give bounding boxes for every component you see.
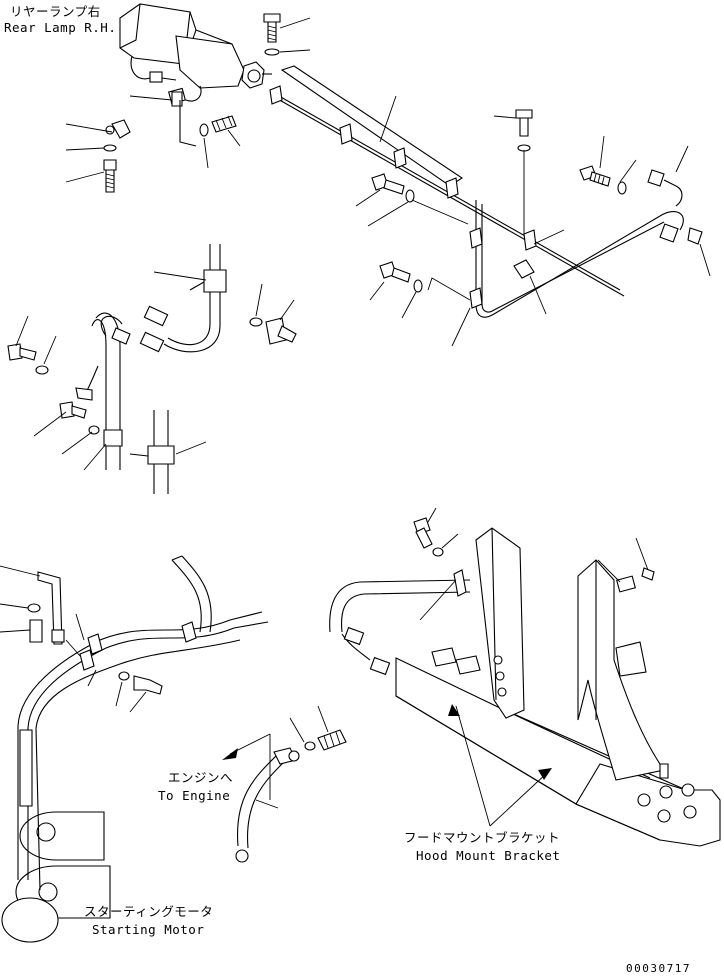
starting-motor-label-en: Starting Motor <box>92 922 204 937</box>
starting-motor-assembly <box>0 555 269 943</box>
middle-harness-assembly <box>7 244 297 494</box>
hood-bracket-label-jp: フードマウントブラケット <box>404 830 560 845</box>
leader-lines-top <box>65 17 711 347</box>
to-engine-label-en: To Engine <box>158 788 230 803</box>
rear-lamp-label-en: Rear Lamp R.H. <box>4 20 116 35</box>
rear-lamp-label-jp: リヤーランプ右 <box>10 4 101 19</box>
engine-cable-assembly <box>222 705 347 863</box>
drawing-reference-number: 00030717 <box>626 962 691 975</box>
to-engine-label-jp: エンジンへ <box>168 770 233 785</box>
rear-lamp-assembly <box>103 3 703 318</box>
hood-mount-assembly <box>329 507 721 847</box>
starting-motor-label-jp: スターティングモータ <box>84 904 213 919</box>
hood-bracket-label-en: Hood Mount Bracket <box>416 848 560 863</box>
